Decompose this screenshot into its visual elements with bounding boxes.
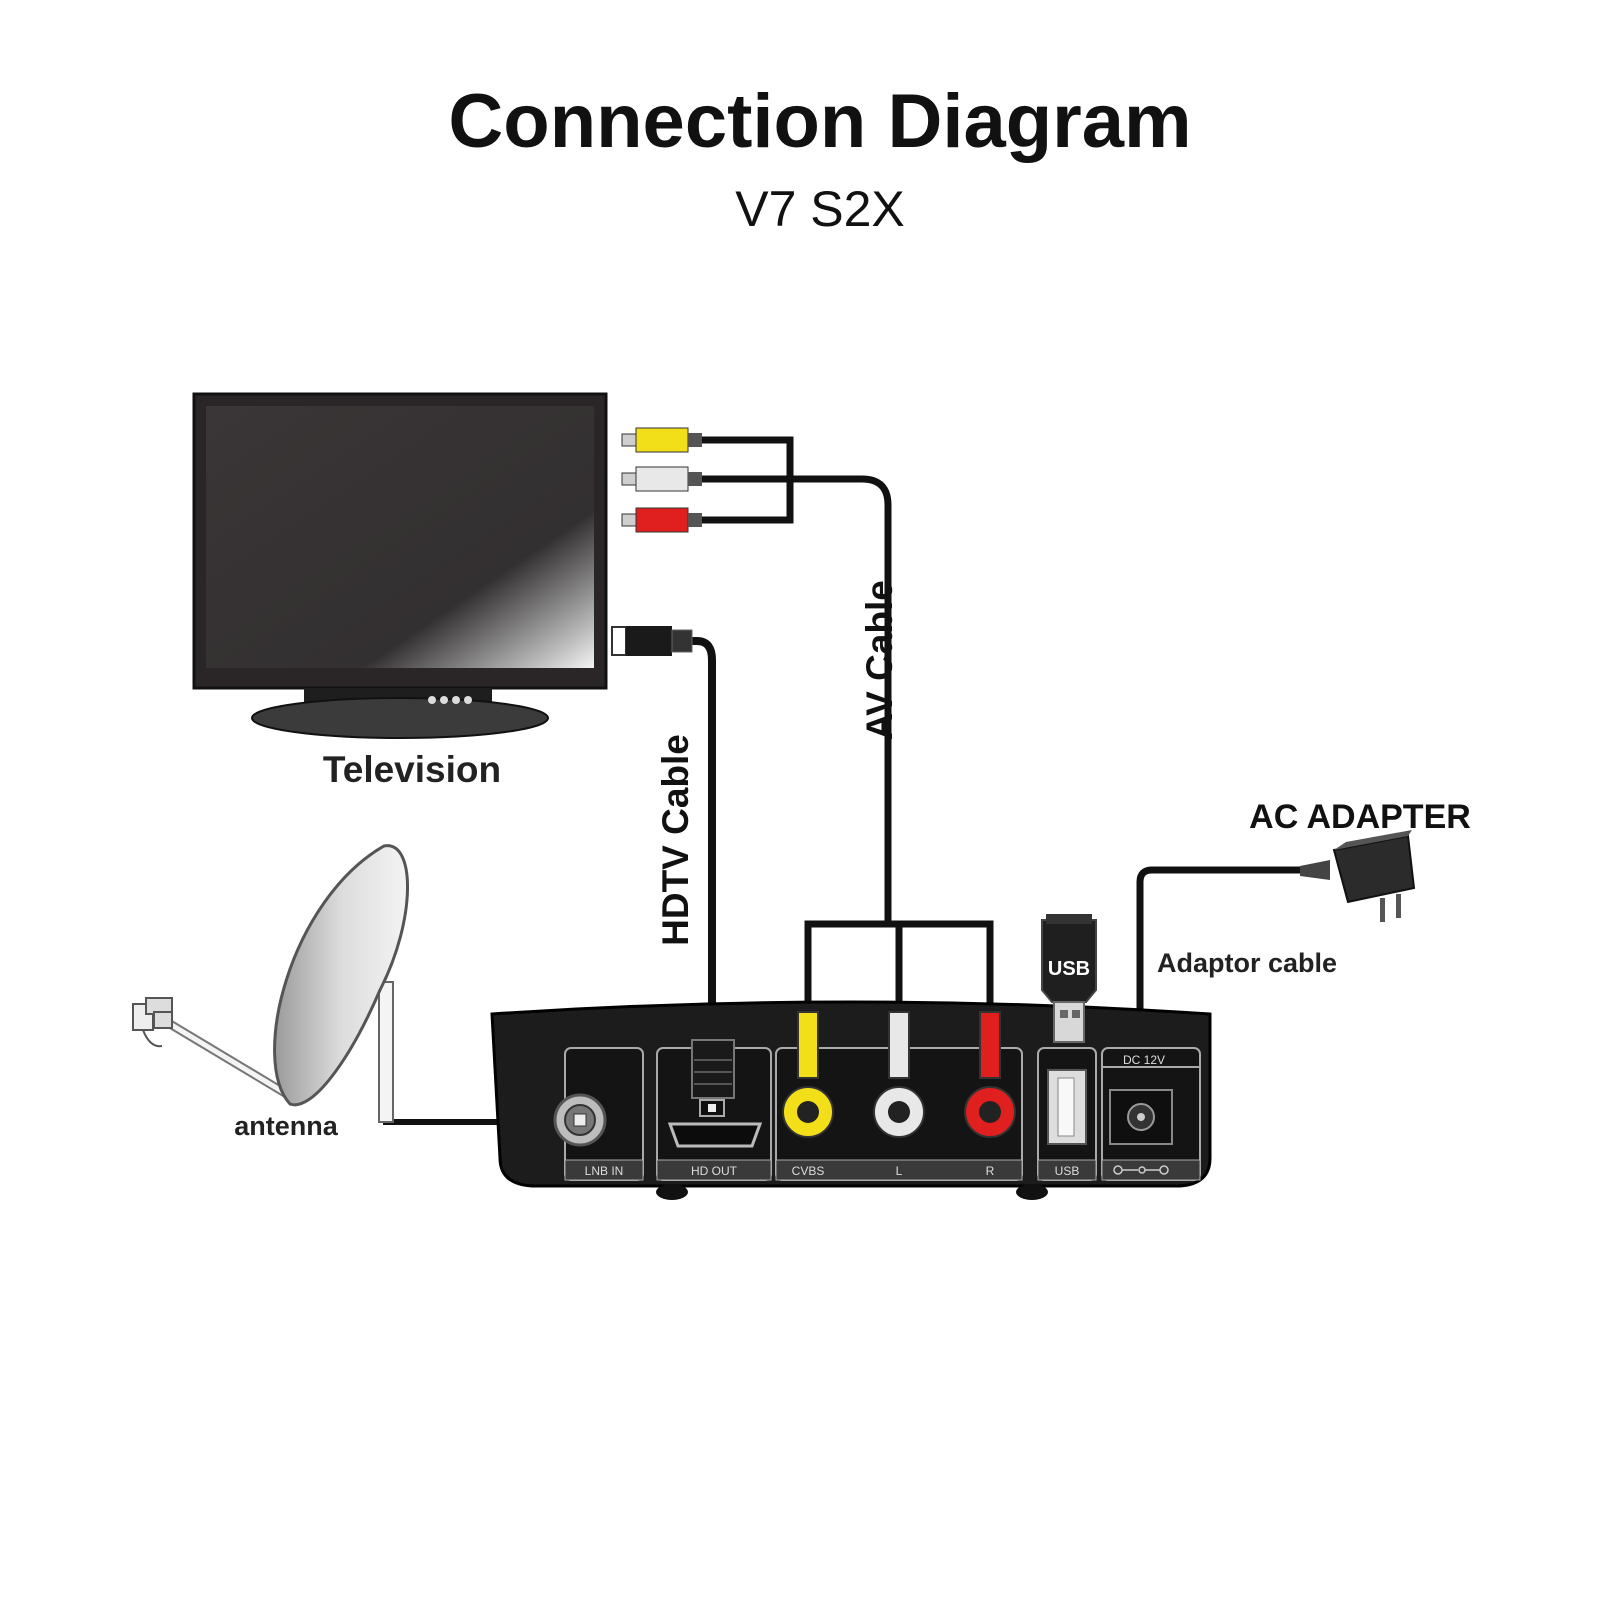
adaptor-cable	[1136, 866, 1300, 1090]
tv-stand	[251, 697, 549, 739]
port-label-usb: USB	[1055, 1164, 1080, 1178]
port-label-l: L	[896, 1164, 903, 1178]
hdmi-tip	[611, 626, 627, 656]
port-label-lnb-in: LNB IN	[585, 1164, 624, 1178]
tv-buttons	[428, 696, 472, 704]
adaptor-cable-label: Adaptor cable	[1157, 948, 1337, 978]
hdtv-cable	[611, 626, 716, 1040]
usb-stick	[1041, 914, 1097, 1043]
television	[192, 392, 608, 739]
av-cable-label: AV Cable	[859, 580, 900, 740]
port-label-hd-out: HD OUT	[691, 1164, 738, 1178]
av-cable	[700, 436, 994, 1012]
set-top-box	[490, 1000, 1212, 1200]
ac-adapter-label: AC ADAPTER	[1249, 798, 1471, 836]
lnb-icon	[132, 997, 173, 1048]
box-foot-left	[656, 1184, 688, 1200]
hdmi-plug-box	[691, 1039, 735, 1099]
port-label-dc: DC 12V	[1123, 1053, 1165, 1067]
television-label: Television	[323, 749, 501, 790]
dc-polarity-icon	[1113, 1165, 1169, 1175]
dish-mast	[378, 981, 394, 1123]
box-foot-right	[1016, 1184, 1048, 1200]
rca-plug-red	[621, 507, 702, 533]
r-plug	[979, 1011, 1001, 1079]
antenna-dish	[132, 844, 505, 1125]
port-label-r: R	[986, 1164, 995, 1178]
rca-plug-yellow	[621, 427, 702, 453]
antenna-label: antenna	[234, 1111, 339, 1141]
l-plug	[888, 1011, 910, 1079]
ac-adapter	[1136, 830, 1416, 1090]
dish-reflector	[273, 844, 409, 1107]
hdmi-plug	[626, 626, 672, 656]
antenna-coax-cable	[383, 986, 505, 1125]
port-label-cvbs: CVBS	[792, 1164, 825, 1178]
tv-screen	[206, 406, 594, 668]
rca-plug-white	[621, 466, 702, 492]
hdtv-cable-label: HDTV Cable	[655, 734, 696, 946]
usb-stick-label: USB	[1048, 958, 1090, 980]
hdmi-port	[667, 1122, 763, 1148]
diagram-title: Connection Diagram	[448, 79, 1192, 164]
cvbs-plug	[797, 1011, 819, 1079]
diagram-subtitle: V7 S2X	[735, 181, 905, 237]
